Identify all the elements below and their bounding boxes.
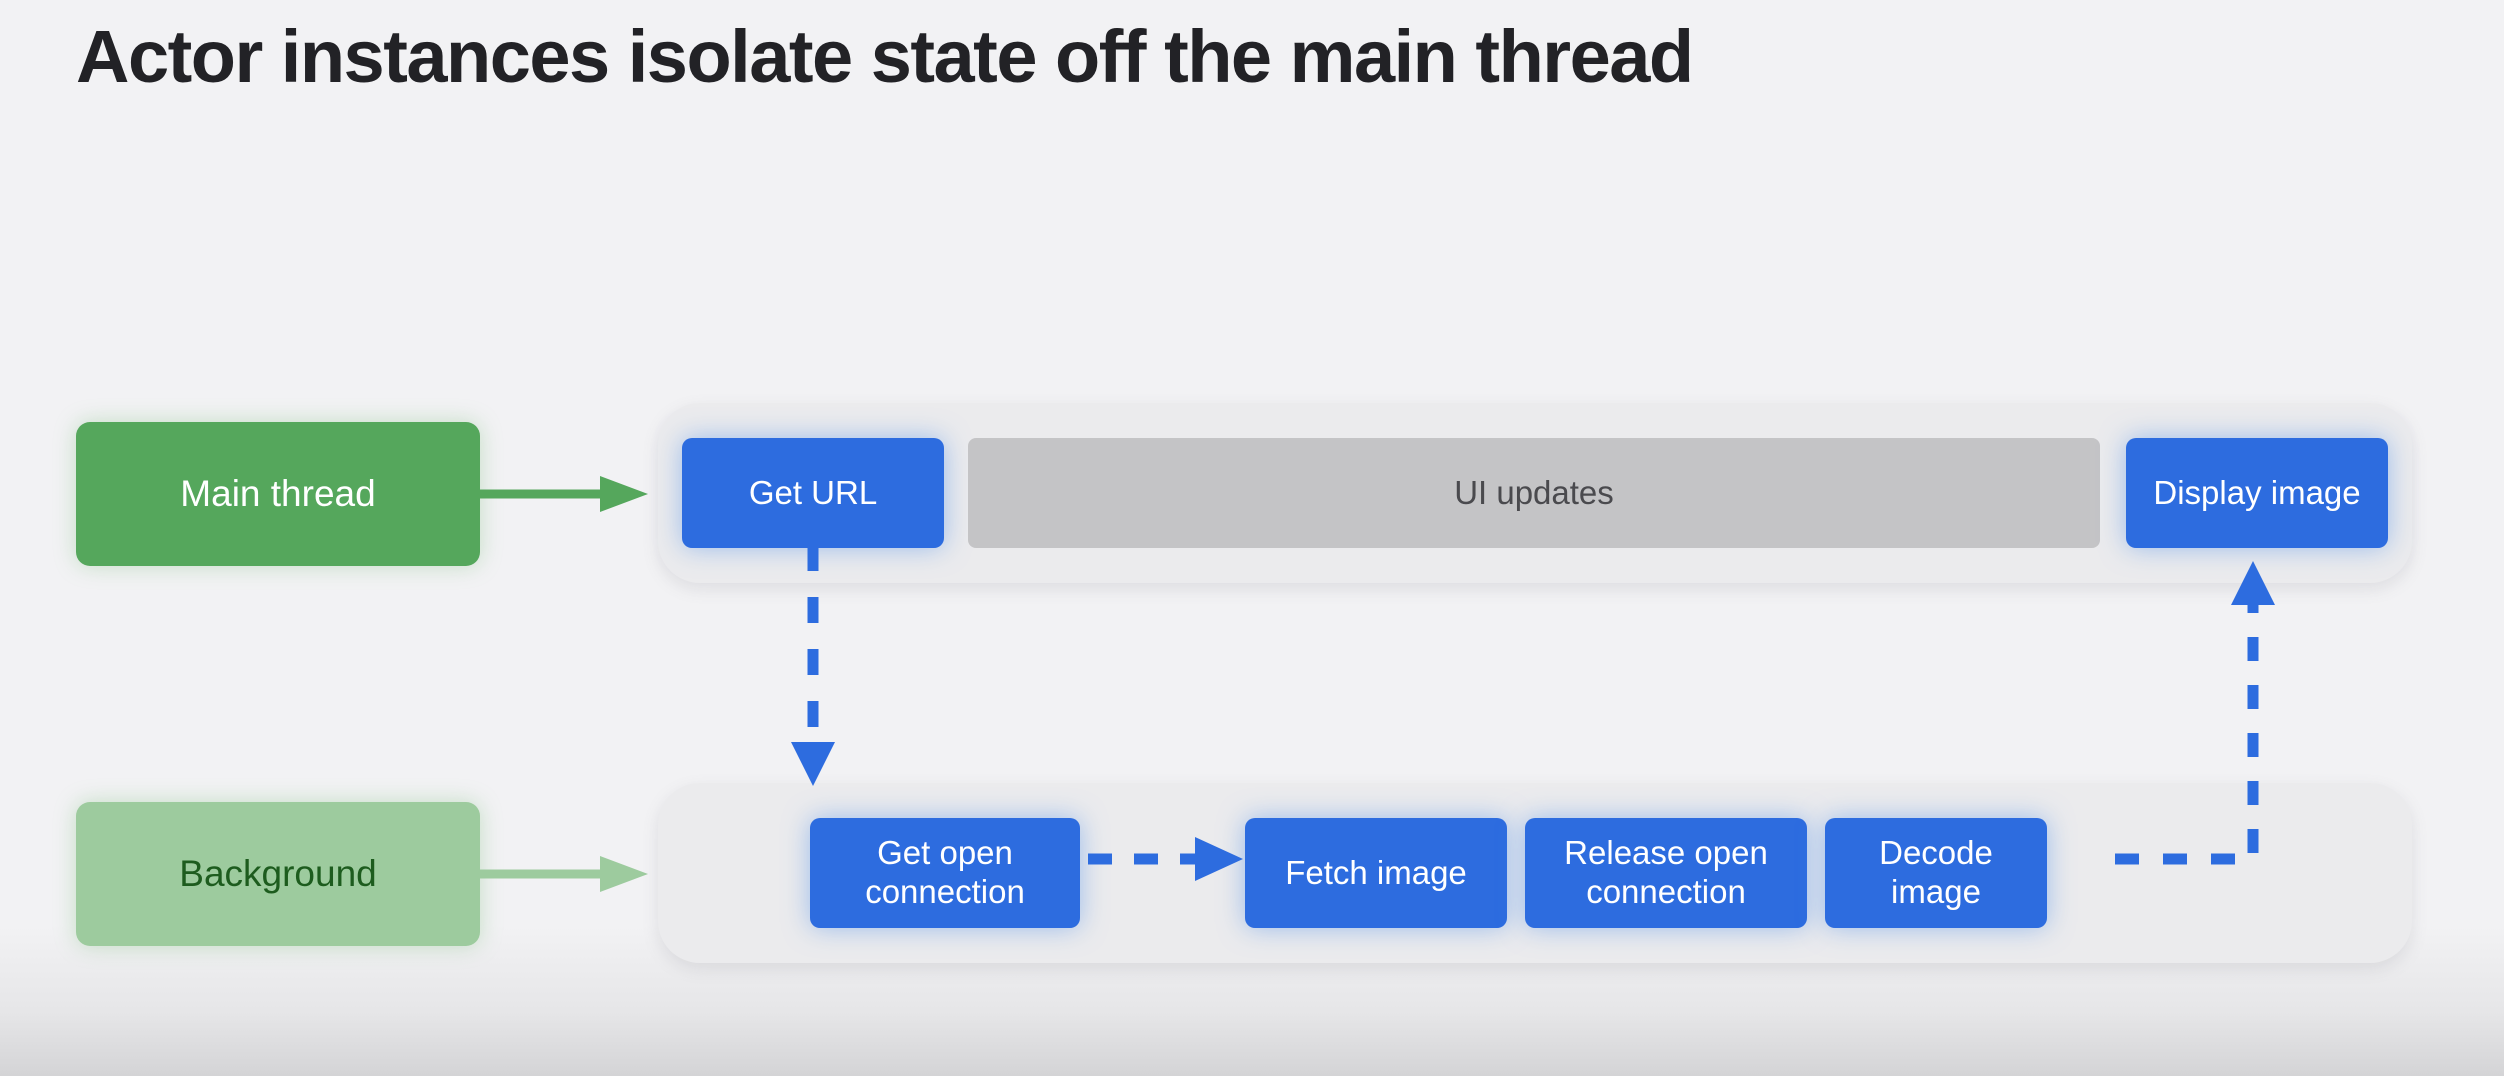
connector-main-thread-to-track-arrow xyxy=(480,476,648,512)
task-label-ui-updates: UI updates xyxy=(1454,473,1614,511)
task-block-get-open-connection[interactable]: Get open connection xyxy=(810,818,1080,928)
role-chip-main-thread-label: Main thread xyxy=(180,473,376,514)
task-block-fetch-image[interactable]: Fetch image xyxy=(1245,818,1507,928)
task-block-decode-image[interactable]: Decode image xyxy=(1825,818,2047,928)
task-label-get-open-connection: Get open connection xyxy=(865,834,1025,910)
role-chip-background: Background xyxy=(76,802,480,946)
track-inner-background: Get open connection Fetch image Release … xyxy=(658,783,2412,963)
task-block-get-url[interactable]: Get URL xyxy=(682,438,944,548)
track-inner-main-thread: Get URL UI updates Display image xyxy=(658,403,2412,583)
role-chip-main-thread: Main thread xyxy=(76,422,480,566)
task-label-get-url: Get URL xyxy=(748,473,878,511)
task-label-fetch-image: Fetch image xyxy=(1285,853,1467,891)
connector-background-to-track-arrow xyxy=(480,856,648,892)
task-label-decode-image: Decode image xyxy=(1879,834,1993,910)
thread-track-main-thread: Get URL UI updates Display image xyxy=(658,403,2412,583)
task-label-display-image: Display image xyxy=(2153,473,2361,511)
thread-track-background: Get open connection Fetch image Release … xyxy=(658,783,2412,963)
task-label-release-open-connection: Release open connection xyxy=(1564,834,1768,910)
task-block-display-image[interactable]: Display image xyxy=(2126,438,2388,548)
task-block-release-open-connection[interactable]: Release open connection xyxy=(1525,818,1807,928)
task-block-ui-updates[interactable]: UI updates xyxy=(968,438,2100,548)
page-title: Actor instances isolate state off the ma… xyxy=(76,15,1694,98)
role-chip-background-label: Background xyxy=(179,853,377,894)
